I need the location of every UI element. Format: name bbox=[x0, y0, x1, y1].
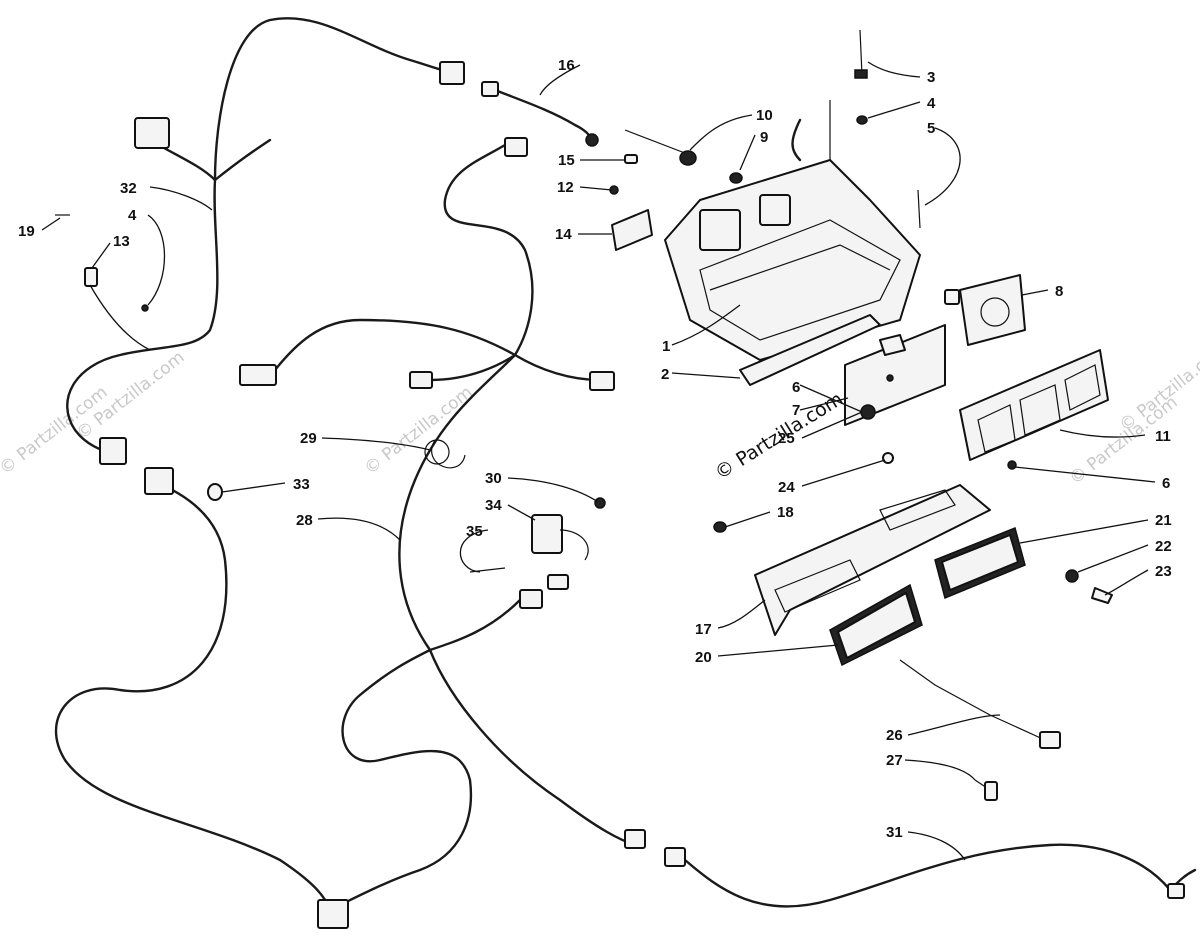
callout-14: 14 bbox=[555, 226, 572, 243]
harness-connectors bbox=[99, 61, 646, 929]
callout-4-left: 4 bbox=[128, 207, 137, 224]
callout-33: 33 bbox=[293, 476, 310, 493]
bracket-14 bbox=[611, 209, 653, 251]
callout-24: 24 bbox=[778, 479, 795, 496]
mounting-plate bbox=[739, 314, 881, 386]
callout-13: 13 bbox=[113, 233, 130, 250]
callout-5: 5 bbox=[927, 120, 935, 137]
callout-34: 34 bbox=[485, 497, 502, 514]
callout-12: 12 bbox=[557, 179, 574, 196]
callout-32: 32 bbox=[120, 180, 137, 197]
callout-10: 10 bbox=[756, 107, 773, 124]
callout-4-upper: 4 bbox=[927, 95, 936, 112]
decals bbox=[829, 526, 1026, 667]
callout-1: 1 bbox=[662, 338, 670, 355]
callout-18: 18 bbox=[777, 504, 794, 521]
callout-3: 3 bbox=[927, 69, 935, 86]
console-housing bbox=[664, 100, 921, 361]
callout-17: 17 bbox=[695, 621, 712, 638]
callout-2: 2 bbox=[661, 366, 669, 383]
callout-20: 20 bbox=[695, 649, 712, 666]
callout-19: 19 bbox=[18, 223, 35, 240]
cover-plate-7 bbox=[844, 324, 946, 426]
callout-16: 16 bbox=[558, 57, 575, 74]
callout-28: 28 bbox=[296, 512, 313, 529]
callout-26: 26 bbox=[886, 727, 903, 744]
callout-15: 15 bbox=[558, 152, 575, 169]
callout-9: 9 bbox=[760, 129, 768, 146]
console-cover-17 bbox=[754, 484, 991, 636]
gauge-8 bbox=[944, 274, 1026, 346]
callout-23: 23 bbox=[1155, 563, 1172, 580]
jumper-harness-16 bbox=[481, 81, 599, 147]
leader-lines bbox=[41, 61, 1156, 861]
callout-29: 29 bbox=[300, 430, 317, 447]
callout-21: 21 bbox=[1155, 512, 1172, 529]
callout-31: 31 bbox=[886, 824, 903, 841]
callout-25: 25 bbox=[778, 430, 795, 447]
gauge-bezel-11 bbox=[959, 349, 1109, 461]
wiring-harness-main bbox=[54, 17, 802, 912]
callout-27: 27 bbox=[886, 752, 903, 769]
hardware bbox=[55, 29, 1113, 801]
callout-7: 7 bbox=[792, 402, 800, 419]
callout-11: 11 bbox=[1155, 428, 1171, 445]
copyright-text: © Partzilla.com bbox=[711, 388, 847, 484]
callout-labels: 1 2 3 4 4 5 6 6 7 8 9 10 11 12 13 14 15 … bbox=[18, 57, 1172, 841]
callout-6-right: 6 bbox=[1162, 475, 1170, 492]
callout-22: 22 bbox=[1155, 538, 1172, 555]
callout-8: 8 bbox=[1055, 283, 1063, 300]
callout-35: 35 bbox=[466, 523, 483, 540]
callout-30: 30 bbox=[485, 470, 502, 487]
harness-31 bbox=[664, 843, 1197, 908]
callout-6-middle: 6 bbox=[792, 379, 800, 396]
